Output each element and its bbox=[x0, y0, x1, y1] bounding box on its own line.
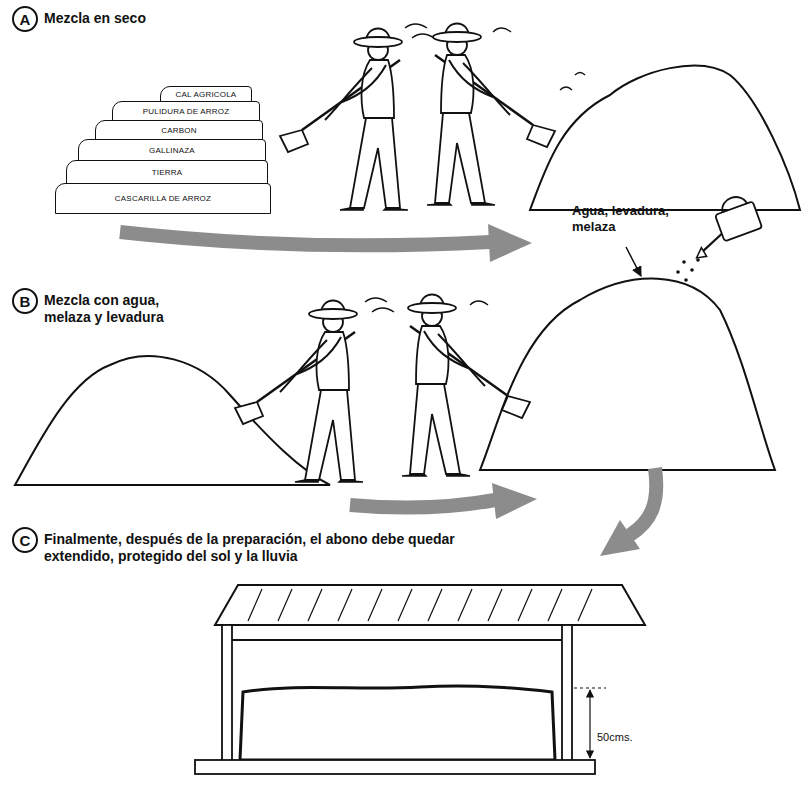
flow-arrow bbox=[350, 500, 495, 508]
water-drops bbox=[676, 258, 700, 282]
step-letter: A bbox=[12, 6, 38, 32]
flow-arrow-head bbox=[492, 483, 537, 519]
worker-figure bbox=[235, 301, 363, 483]
ingredient-layer: CARBON bbox=[95, 120, 263, 141]
dimension-line bbox=[589, 690, 590, 758]
post bbox=[562, 625, 572, 761]
flow-arrow-head bbox=[488, 224, 532, 262]
step-marker: CFinalmente, después de la preparación, … bbox=[12, 527, 494, 565]
layer-label: CARBON bbox=[161, 126, 196, 135]
water-drop bbox=[684, 278, 688, 282]
roof bbox=[215, 585, 645, 625]
can-rose bbox=[694, 247, 707, 260]
dimension-label: 50cms. bbox=[597, 729, 667, 745]
beam bbox=[232, 639, 562, 641]
floor bbox=[195, 760, 595, 774]
roof-hatching bbox=[248, 589, 592, 621]
worker-figure bbox=[280, 29, 408, 211]
ingredient-layer: GALLINAZA bbox=[78, 139, 266, 161]
flying-soil bbox=[560, 73, 585, 91]
layer-label: GALLINAZA bbox=[149, 146, 195, 155]
ingredient-note: Agua, levadura, melaza bbox=[572, 203, 684, 235]
motion-lines bbox=[365, 298, 488, 312]
layer-label: PULIDURA DE ARROZ bbox=[143, 107, 230, 116]
step-letter: C bbox=[12, 527, 38, 553]
watering-can bbox=[681, 191, 765, 259]
water-drop bbox=[696, 258, 700, 262]
flow-arrow-head bbox=[600, 520, 640, 556]
mixed-pile bbox=[530, 66, 800, 210]
layer-label: CASCARILLA DE ARROZ bbox=[115, 194, 211, 203]
step-letter: B bbox=[12, 288, 38, 314]
layer-label: TIERRA bbox=[152, 168, 183, 177]
water-drop bbox=[690, 268, 694, 272]
worker-figure bbox=[402, 295, 530, 477]
flow-arrow bbox=[120, 232, 490, 245]
ingredient-layer: PULIDURA DE ARROZ bbox=[112, 101, 260, 121]
step-heading: Mezcla con agua, melaza y levadura bbox=[44, 288, 194, 326]
ingredient-layer: TIERRA bbox=[66, 160, 268, 185]
water-drop bbox=[676, 270, 680, 274]
step-marker: A Mezcla en seco bbox=[12, 6, 244, 32]
leader-arrow bbox=[626, 247, 641, 276]
step-heading: Mezcla en seco bbox=[44, 6, 244, 27]
step-marker: BMezcla con agua, melaza y levadura bbox=[12, 288, 194, 326]
compost-layer bbox=[240, 686, 555, 760]
can-spout bbox=[699, 234, 725, 252]
step-heading: Finalmente, después de la preparación, e… bbox=[44, 527, 494, 565]
water-drop bbox=[682, 260, 686, 264]
mixed-pile bbox=[480, 279, 775, 470]
flow-arrow bbox=[630, 468, 656, 535]
motion-lines bbox=[405, 24, 511, 38]
layer-label: CAL AGRICOLA bbox=[176, 90, 237, 99]
dimension-extension bbox=[574, 688, 606, 689]
ingredient-layer: CASCARILLA DE ARROZ bbox=[55, 183, 271, 214]
can-handle bbox=[719, 194, 747, 213]
worker-figure bbox=[427, 24, 555, 206]
post bbox=[222, 625, 232, 761]
soil-pile bbox=[15, 356, 330, 485]
